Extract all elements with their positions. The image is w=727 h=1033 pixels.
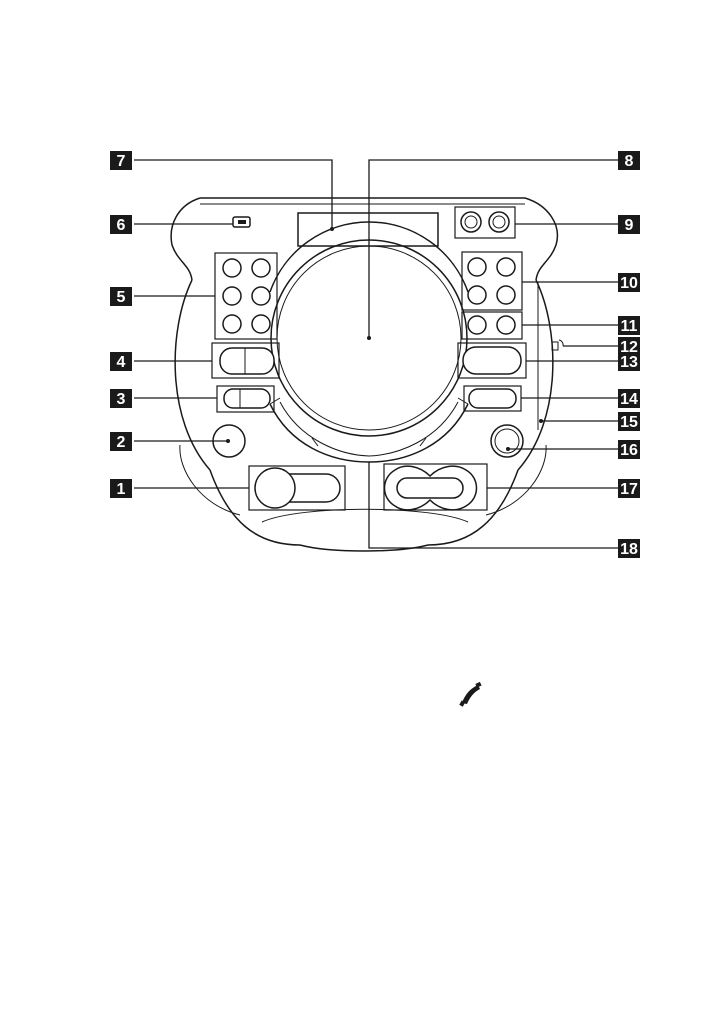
callout-10: 10 <box>618 273 640 292</box>
grid-button[interactable] <box>468 286 486 304</box>
right-round-knob[interactable] <box>491 425 523 457</box>
pair-button[interactable] <box>468 316 486 334</box>
display-window <box>298 213 438 246</box>
grid-button[interactable] <box>252 315 270 333</box>
callout-6: 6 <box>110 215 132 234</box>
callout-3: 3 <box>110 389 132 408</box>
leader-lines <box>134 160 618 548</box>
left-button-grid <box>215 253 277 339</box>
callout-6-label: 6 <box>117 217 126 234</box>
callout-11: 11 <box>618 316 640 335</box>
left-small-split-button[interactable] <box>217 386 274 412</box>
jack[interactable] <box>461 212 481 232</box>
callout-16: 16 <box>618 440 640 459</box>
pair-button[interactable] <box>497 316 515 334</box>
grid-button[interactable] <box>497 258 515 276</box>
right-pill-button[interactable] <box>458 343 526 378</box>
grid-button[interactable] <box>223 315 241 333</box>
bottom-left-control-group[interactable] <box>249 466 345 510</box>
grid-button[interactable] <box>468 258 486 276</box>
callout-3-label: 3 <box>117 391 126 408</box>
grid-button[interactable] <box>252 287 270 305</box>
callout-2: 2 <box>110 432 132 451</box>
callout-1: 1 <box>110 479 132 498</box>
callout-1-label: 1 <box>117 481 126 498</box>
right-button-pair <box>462 312 522 339</box>
callout-13: 13 <box>618 352 640 371</box>
callout-13-label: 13 <box>620 354 638 371</box>
callout-18-label: 18 <box>620 541 638 558</box>
callout-9-label: 9 <box>625 217 634 234</box>
callout-11-label: 11 <box>621 318 638 335</box>
grid-button[interactable] <box>252 259 270 277</box>
right-button-grid <box>462 252 522 310</box>
jack[interactable] <box>489 212 509 232</box>
grid-button[interactable] <box>223 287 241 305</box>
grid-button[interactable] <box>223 259 241 277</box>
callout-17: 17 <box>618 479 640 498</box>
callout-9: 9 <box>618 215 640 234</box>
callout-10-label: 10 <box>620 275 638 292</box>
callout-4: 4 <box>110 352 132 371</box>
bottom-right-control-group[interactable] <box>384 464 487 510</box>
callout-15-label: 15 <box>620 414 638 431</box>
callout-15: 15 <box>618 412 640 431</box>
callout-7: 7 <box>110 151 132 170</box>
callout-14: 14 <box>618 389 640 408</box>
jack-group <box>455 207 515 238</box>
callout-8-label: 8 <box>625 153 634 170</box>
nfc-icon <box>552 340 563 350</box>
callout-5: 5 <box>110 287 132 306</box>
callout-16-label: 16 <box>620 442 638 459</box>
callout-18: 18 <box>618 539 640 558</box>
right-small-pill-button[interactable] <box>464 386 521 411</box>
callout-8: 8 <box>618 151 640 170</box>
callout-2-label: 2 <box>117 434 126 451</box>
callout-14-label: 14 <box>620 391 638 408</box>
grid-button[interactable] <box>497 286 515 304</box>
left-split-button[interactable] <box>212 343 279 378</box>
callout-7-label: 7 <box>117 153 126 170</box>
callout-17-label: 17 <box>620 481 638 498</box>
callout-4-label: 4 <box>117 354 126 371</box>
usb-icon <box>233 217 250 227</box>
phone-handset-icon <box>459 682 481 707</box>
callout-5-label: 5 <box>117 289 126 306</box>
